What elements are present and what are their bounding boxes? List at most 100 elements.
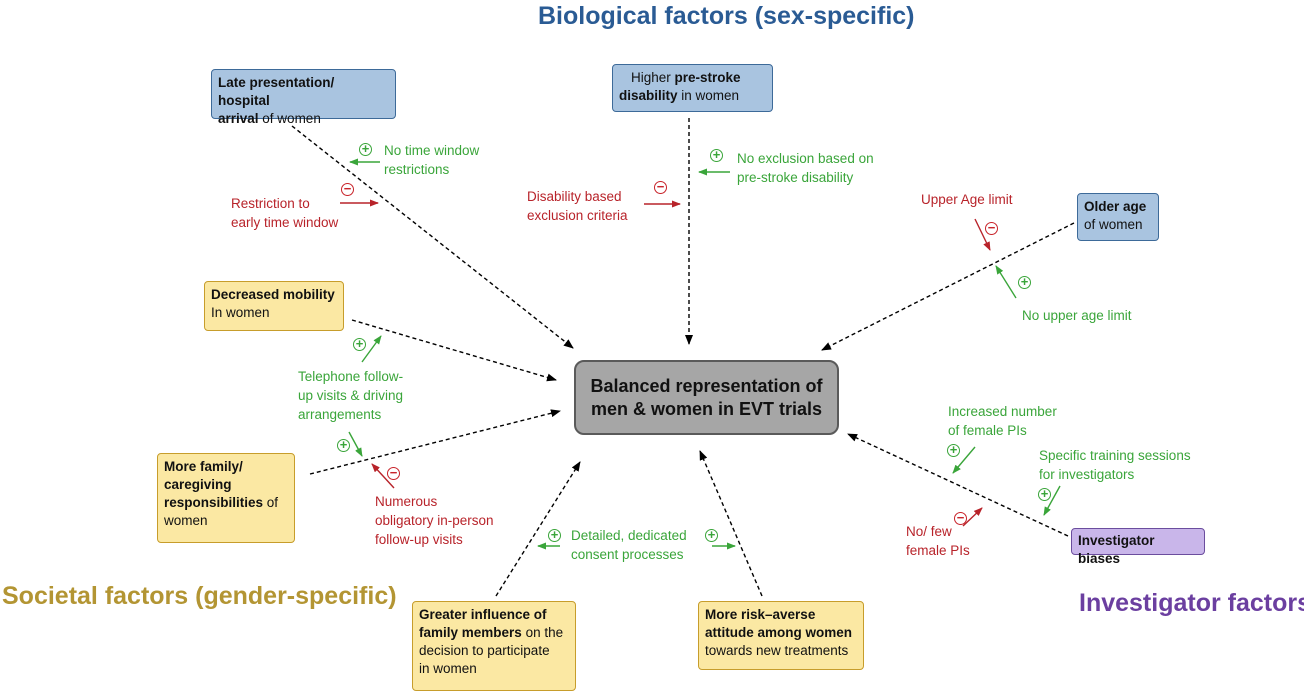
green-arrow-telephone-up: [361, 335, 382, 363]
box-risk-averse: More risk–averse attitude among women to…: [698, 601, 864, 670]
plus-icon: +: [548, 528, 561, 542]
influence-normal-2: decision to participate: [419, 643, 550, 658]
mobility-bold: Decreased mobility: [211, 287, 335, 302]
arrow-influence: [495, 461, 581, 597]
numerous-line-2: obligatory in-person: [375, 513, 494, 528]
green-arrow-no-upper-age: [995, 265, 1017, 299]
family-normal-2: women: [164, 513, 208, 528]
investigator-bias-bold: Investigator biases: [1078, 533, 1155, 566]
increased-line-2: of female PIs: [948, 423, 1027, 438]
label-upper-age-limit: Upper Age limit: [921, 192, 1013, 207]
green-arrow-training: [1043, 485, 1061, 516]
arrow-late-presentation: [291, 125, 574, 349]
pre-stroke-bold-1: pre-stroke: [674, 70, 741, 85]
older-age-normal: of women: [1084, 217, 1143, 232]
risk-bold-1: More risk–averse: [705, 607, 816, 622]
minus-icon: −: [985, 221, 998, 235]
arrow-family: [309, 409, 561, 475]
plus-icon: +: [1038, 487, 1051, 501]
pre-stroke-normal-1: Higher: [631, 70, 675, 85]
influence-bold-2: family members: [419, 625, 522, 640]
red-arrow-numerous-visits: [371, 463, 395, 489]
box-pre-stroke-disability: Higher pre-stroke disability in women: [612, 64, 773, 112]
minus-icon: −: [954, 511, 967, 525]
plus-icon: +: [353, 337, 366, 351]
center-line-2: men & women in EVT trials: [590, 399, 823, 419]
training-line-1: Specific training sessions: [1039, 448, 1191, 463]
plus-icon: +: [359, 142, 372, 156]
late-presentation-bold-2: arrival: [218, 111, 259, 126]
no-exclusion-line-2: pre-stroke disability: [737, 170, 854, 185]
few-female-line-2: female PIs: [906, 543, 970, 558]
heading-biological-factors: Biological factors (sex-specific): [538, 2, 915, 30]
label-few-female-pis: No/ few female PIs: [906, 522, 970, 560]
family-normal: of: [263, 495, 279, 510]
risk-normal: towards new treatments: [705, 643, 849, 658]
consent-line-2: consent processes: [571, 547, 684, 562]
no-exclusion-line-1: No exclusion based on: [737, 151, 874, 166]
training-line-2: for investigators: [1039, 467, 1135, 482]
restriction-line-2: early time window: [231, 215, 339, 230]
family-bold-1: More family/: [164, 459, 243, 474]
risk-bold-2: attitude among women: [705, 625, 853, 640]
red-arrow-few-female: [962, 507, 983, 527]
box-family-influence: Greater influence of family members on t…: [412, 601, 576, 691]
box-investigator-biases: Investigator biases: [1071, 528, 1205, 566]
consent-line-1: Detailed, dedicated: [571, 528, 687, 543]
plus-icon: +: [705, 528, 718, 542]
box-late-presentation: Late presentation/ hospital arrival of w…: [211, 69, 396, 126]
plus-icon: +: [710, 148, 723, 162]
telephone-line-1: Telephone follow-: [298, 369, 404, 384]
label-increased-female-pis: Increased number of female PIs: [948, 402, 1057, 440]
restriction-line-1: Restriction to: [231, 196, 310, 211]
label-no-time-window: No time window restrictions: [384, 141, 479, 179]
box-decreased-mobility: Decreased mobility In women: [204, 281, 344, 331]
influence-normal-1: on the: [521, 625, 564, 640]
increased-line-1: Increased number: [948, 404, 1057, 419]
green-arrow-female-pis: [952, 446, 976, 474]
family-bold-3: responsibilities: [164, 495, 264, 510]
pre-stroke-bold-2: disability: [619, 88, 678, 103]
telephone-line-2: up visits & driving: [298, 388, 404, 403]
mobility-normal: In women: [211, 305, 270, 320]
label-disability-exclusion: Disability based exclusion criteria: [527, 187, 628, 225]
late-presentation-normal: of women: [258, 111, 321, 126]
telephone-line-3: arrangements: [298, 407, 382, 422]
no-time-window-line-2: restrictions: [384, 162, 450, 177]
disability-line-1: Disability based: [527, 189, 622, 204]
pre-stroke-normal-2: in women: [677, 88, 740, 103]
box-family-responsibilities: More family/ caregiving responsibilities…: [157, 453, 295, 543]
plus-icon: +: [947, 443, 960, 457]
label-no-upper-age-limit: No upper age limit: [1022, 308, 1132, 323]
no-time-window-line-1: No time window: [384, 143, 480, 158]
heading-societal-factors: Societal factors (gender-specific): [2, 582, 397, 610]
disability-line-2: exclusion criteria: [527, 208, 628, 223]
arrow-older-age: [821, 222, 1075, 351]
label-numerous-visits: Numerous obligatory in-person follow-up …: [375, 492, 494, 549]
green-arrow-telephone-down: [348, 431, 363, 457]
older-age-bold: Older age: [1084, 199, 1147, 214]
minus-icon: −: [341, 182, 354, 196]
influence-bold-1: Greater influence of: [419, 607, 547, 622]
late-presentation-bold: Late presentation/ hospital: [218, 75, 335, 108]
arrow-investigator-bias: [847, 433, 1069, 537]
influence-normal-3: in women: [419, 661, 477, 676]
label-consent-processes: Detailed, dedicated consent processes: [571, 526, 687, 564]
numerous-line-1: Numerous: [375, 494, 438, 509]
label-telephone-follow-up: Telephone follow- up visits & driving ar…: [298, 367, 403, 424]
family-bold-2: caregiving: [164, 477, 232, 492]
minus-icon: −: [387, 466, 400, 480]
numerous-line-3: follow-up visits: [375, 532, 463, 547]
red-arrow-upper-age: [974, 218, 991, 251]
minus-icon: −: [654, 180, 667, 194]
label-training-sessions: Specific training sessions for investiga…: [1039, 446, 1191, 484]
arrow-mobility: [351, 319, 557, 382]
arrow-risk: [699, 450, 763, 597]
label-no-exclusion: No exclusion based on pre-stroke disabil…: [737, 149, 874, 187]
plus-icon: +: [1018, 275, 1031, 289]
box-older-age: Older age of women: [1077, 193, 1159, 241]
few-female-line-1: No/ few: [906, 524, 952, 539]
label-restriction-early-window: Restriction to early time window: [231, 194, 338, 232]
heading-investigator-factors: Investigator factors: [1079, 589, 1304, 617]
